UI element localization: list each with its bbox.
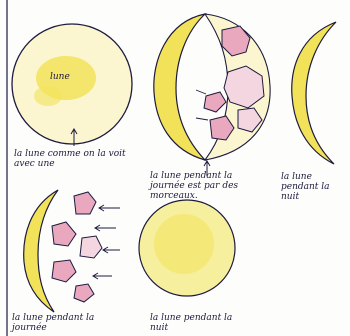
crescent-with-pieces-bottom — [24, 190, 120, 312]
caption-crescent-day: la lune pendant la journée est par des m… — [150, 171, 266, 201]
caption-full-moon-bottom: la lune pendant la nuit — [150, 313, 250, 333]
crescent-with-pieces — [154, 14, 270, 160]
moon-center-label: lune — [50, 72, 70, 82]
caption-full-moon-top: la lune comme on la voit avec une — [14, 149, 132, 169]
caption-crescent-night: la lune pendant la nuit — [281, 172, 347, 202]
full-moon-top — [12, 24, 132, 144]
caption-crescent-day-bottom: la lune pendant la journée — [12, 313, 124, 333]
full-moon-bottom — [139, 200, 235, 296]
crescent-night — [292, 22, 336, 164]
